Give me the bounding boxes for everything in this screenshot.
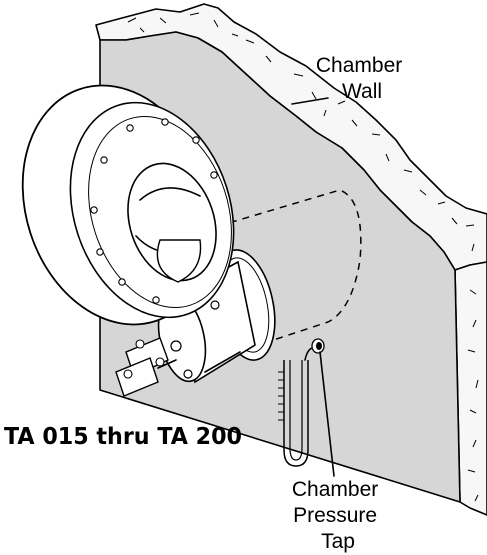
pressure-tap-label-line1: Chamber — [292, 478, 378, 501]
chamber-wall-label-line1: Chamber — [316, 54, 402, 77]
combustion-tube-hidden — [204, 189, 362, 356]
chamber-wall-label-line2: Wall — [342, 80, 382, 103]
leader-pressure-tap — [319, 351, 335, 477]
chamber-wall-label: Chamber Wall — [316, 54, 408, 103]
blower-housing — [21, 84, 235, 326]
concrete-texture — [127, 12, 479, 502]
leader-chamber-wall — [291, 97, 329, 105]
pressure-tap-label-line3: Tap — [321, 530, 355, 553]
gas-valve-assembly — [115, 337, 182, 397]
pressure-tap-label: Chamber Pressure Tap — [292, 478, 384, 553]
blower-bolts — [90, 118, 218, 304]
manometer-u-tube — [278, 346, 317, 467]
model-range-label: TA 015 thru TA 200 — [4, 424, 242, 450]
pressure-tap-label-line2: Pressure — [293, 504, 377, 527]
pressure-tap-fitting — [311, 338, 325, 354]
